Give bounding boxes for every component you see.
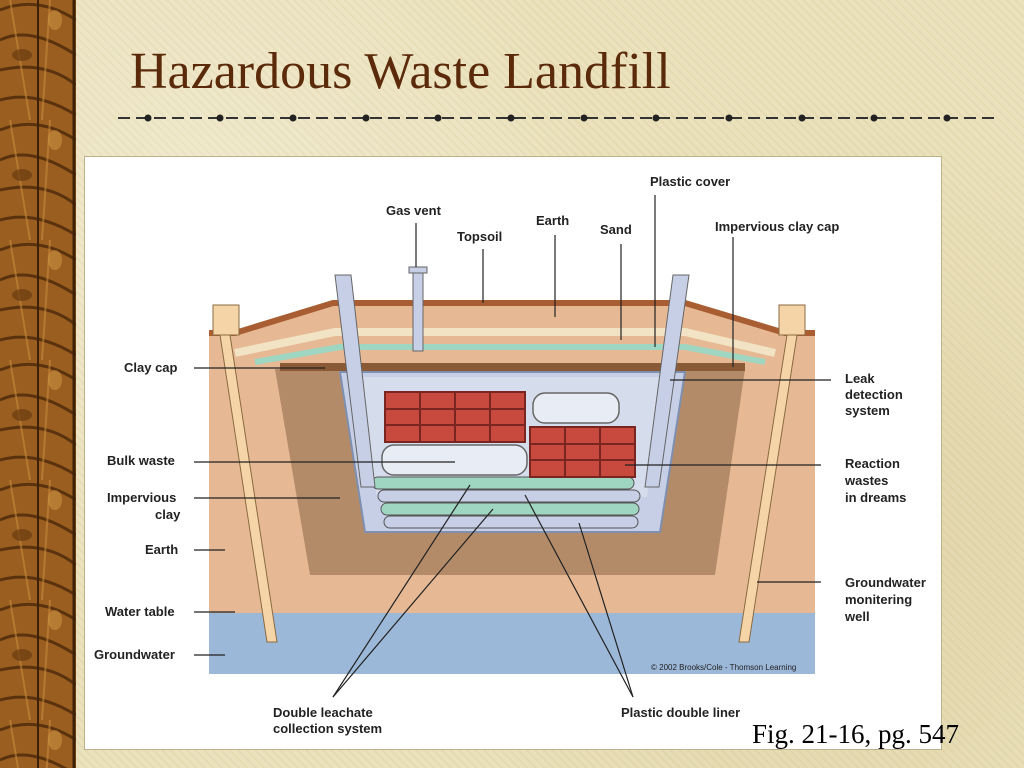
label-monitoring-well-3: well: [844, 609, 870, 624]
barrel-stack-right: [529, 426, 636, 478]
label-earth-top: Earth: [536, 213, 569, 228]
leachate-pipe-lower: [380, 502, 640, 516]
label-bulk-waste: Bulk waste: [107, 453, 175, 468]
label-monitoring-well-1: Groundwater: [845, 575, 926, 590]
label-earth-left: Earth: [145, 542, 178, 557]
label-topsoil: Topsoil: [457, 229, 502, 244]
label-leak-detection-3: system: [845, 403, 890, 418]
barrel-stack-left: [384, 391, 526, 443]
right-well-cap: [778, 304, 806, 336]
label-reaction-wastes-2: wastes: [844, 473, 888, 488]
bulk-waste-drum-horizontal: [381, 444, 528, 476]
label-double-leachate-2: collection system: [273, 721, 382, 736]
gas-vent-pipe: [412, 268, 424, 352]
sand-layer: [234, 328, 776, 357]
title-divider: [118, 114, 998, 122]
label-groundwater: Groundwater: [94, 647, 175, 662]
label-impervious-clay-2: clay: [155, 507, 181, 522]
plastic-cover-layer: [254, 344, 766, 365]
landfill-diagram: Gas vent Topsoil Earth Sand Plastic cove…: [94, 174, 926, 736]
label-monitoring-well-2: monitering: [845, 592, 912, 607]
label-double-leachate-1: Double leachate: [273, 705, 373, 720]
right-monitoring-well: [738, 334, 798, 643]
figure-caption: Fig. 21-16, pg. 547: [752, 719, 960, 749]
label-water-table: Water table: [105, 604, 175, 619]
groundwater-layer: [209, 612, 815, 674]
label-plastic-cover: Plastic cover: [650, 174, 730, 189]
label-plastic-double-liner: Plastic double liner: [621, 705, 740, 720]
wood-texture-border: [0, 0, 76, 768]
left-vent-tube: [334, 274, 376, 488]
credit-line: © 2002 Brooks/Cole - Thomson Learning: [651, 663, 796, 672]
liner-pipe-bottom: [383, 515, 639, 529]
left-well-cap: [212, 304, 240, 336]
label-gas-vent: Gas vent: [386, 203, 442, 218]
slide-title: Hazardous Waste Landfill: [130, 43, 671, 100]
label-leak-detection-2: detection: [845, 387, 903, 402]
reaction-waste-drum: [532, 392, 620, 424]
leader-lines: [194, 195, 831, 698]
label-reaction-wastes-1: Reaction: [845, 456, 900, 471]
label-impervious-clay-1: Impervious: [107, 490, 176, 505]
label-leak-detection-1: Leak: [845, 371, 875, 386]
leachate-pipe-upper: [371, 476, 635, 490]
liner-pipe-middle: [377, 489, 641, 503]
right-vent-tube: [644, 274, 690, 488]
label-reaction-wastes-3: in dreams: [845, 490, 906, 505]
gas-vent-cap: [408, 266, 428, 274]
label-impervious-clay-cap: Impervious clay cap: [715, 219, 839, 234]
label-clay-cap: Clay cap: [124, 360, 178, 375]
left-monitoring-well: [219, 334, 278, 643]
landfill-figure: Gas vent Topsoil Earth Sand Plastic cove…: [84, 156, 942, 750]
label-sand: Sand: [600, 222, 632, 237]
